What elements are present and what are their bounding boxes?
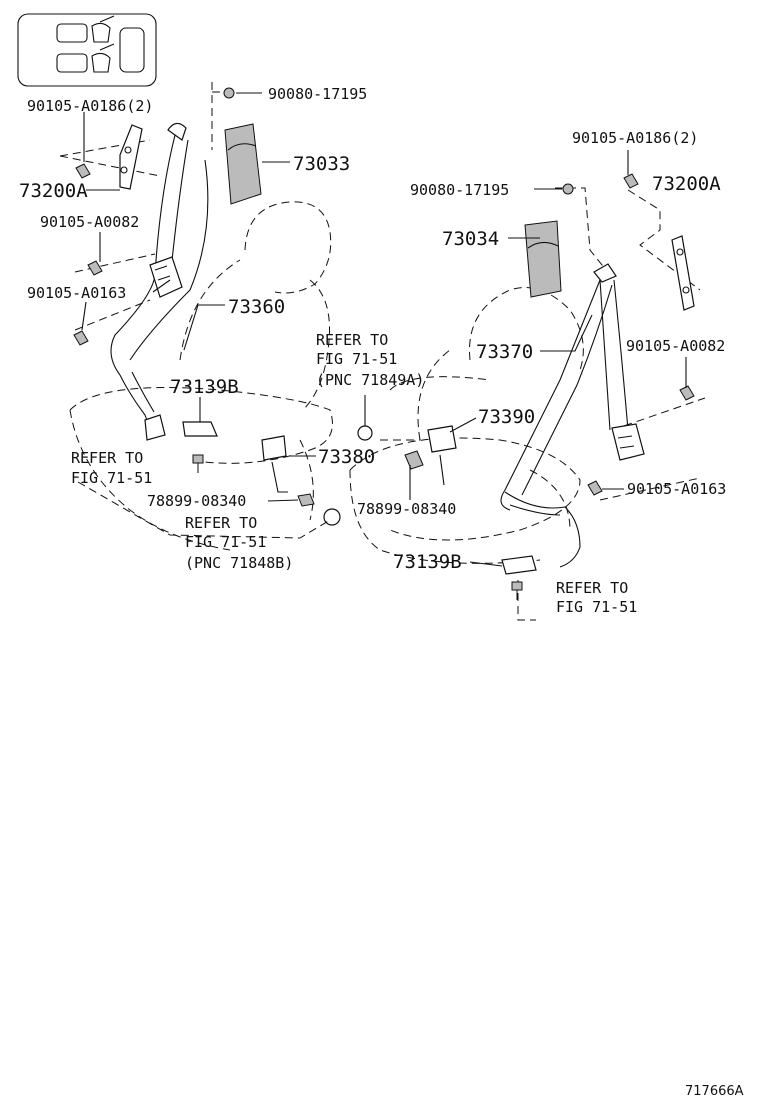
- right-cap-icon: [357, 425, 373, 441]
- note-left-bolt-line2: FIG 71-51: [71, 469, 152, 487]
- right-leader-lines: [364, 150, 687, 567]
- label-90080-17195-left: 90080-17195: [268, 85, 367, 103]
- note-center-cap-line2: FIG 71-51: [316, 350, 397, 368]
- right-bolt-78899-08340-icon: [404, 450, 424, 470]
- right-seat-outline: [349, 187, 706, 621]
- label-90105-A0082-left: 90105-A0082: [40, 213, 139, 231]
- label-73034: 73034: [442, 228, 499, 250]
- label-73200A-right: 73200A: [652, 173, 721, 195]
- left-seat-outline: [59, 82, 333, 551]
- label-73360: 73360: [228, 296, 285, 318]
- left-cap-icon: [323, 508, 341, 526]
- label-90105-A0186-left: 90105-A0186(2): [27, 97, 153, 115]
- label-73139B-left: 73139B: [170, 376, 239, 398]
- note-center-cap-line3: (PNC 71849A): [316, 371, 424, 389]
- note-left-cap-line1: REFER TO: [185, 514, 257, 532]
- label-73033: 73033: [293, 153, 350, 175]
- left-bolt-90105-A0163-icon: [73, 330, 89, 346]
- left-leader-lines: [77, 92, 331, 539]
- label-90105-A0082-right: 90105-A0082: [626, 337, 725, 355]
- right-belt-assembly: [357, 173, 695, 600]
- label-73380: 73380: [318, 446, 375, 468]
- note-left-cap-line3: (PNC 71848B): [185, 554, 293, 572]
- label-90105-A0163-right: 90105-A0163: [627, 480, 726, 498]
- left-bolt-refer-icon: [192, 454, 204, 473]
- label-78899-08340-right: 78899-08340: [357, 500, 456, 518]
- label-73200A-left: 73200A: [19, 180, 88, 202]
- vehicle-locator-icon: [17, 13, 157, 87]
- diagram-id: 717666A: [685, 1084, 744, 1099]
- left-belt-assembly: [73, 87, 341, 526]
- note-right-bolt-line2: FIG 71-51: [556, 598, 637, 616]
- label-73139B-right: 73139B: [393, 551, 462, 573]
- right-nut-90080-17195-icon: [562, 183, 574, 195]
- right-bolt-90105-A0186-icon: [623, 173, 639, 189]
- note-left-bolt-line1: REFER TO: [71, 449, 143, 467]
- label-90105-A0186-right: 90105-A0186(2): [572, 129, 698, 147]
- note-right-bolt-line1: REFER TO: [556, 579, 628, 597]
- label-73390: 73390: [478, 406, 535, 428]
- left-nut-90080-17195-icon: [223, 87, 235, 99]
- right-bolt-90105-A0082-icon: [679, 385, 695, 401]
- left-bolt-90105-A0186-icon: [75, 163, 91, 179]
- right-bolt-90105-A0163-icon: [587, 480, 603, 496]
- label-90080-17195-right: 90080-17195: [410, 181, 509, 199]
- label-73370: 73370: [476, 341, 533, 363]
- left-bolt-90105-A0082-icon: [87, 260, 103, 276]
- right-bolt-refer-icon: [511, 581, 523, 600]
- label-90105-A0163-left: 90105-A0163: [27, 284, 126, 302]
- label-78899-08340-left: 78899-08340: [147, 492, 246, 510]
- note-center-cap-line1: REFER TO: [316, 331, 388, 349]
- part-labels: 90080-17195 90105-A0186(2) 73033 73200A …: [19, 85, 744, 1099]
- left-bolt-78899-08340-icon: [297, 493, 315, 507]
- note-left-cap-line2: FIG 71-51: [185, 533, 266, 551]
